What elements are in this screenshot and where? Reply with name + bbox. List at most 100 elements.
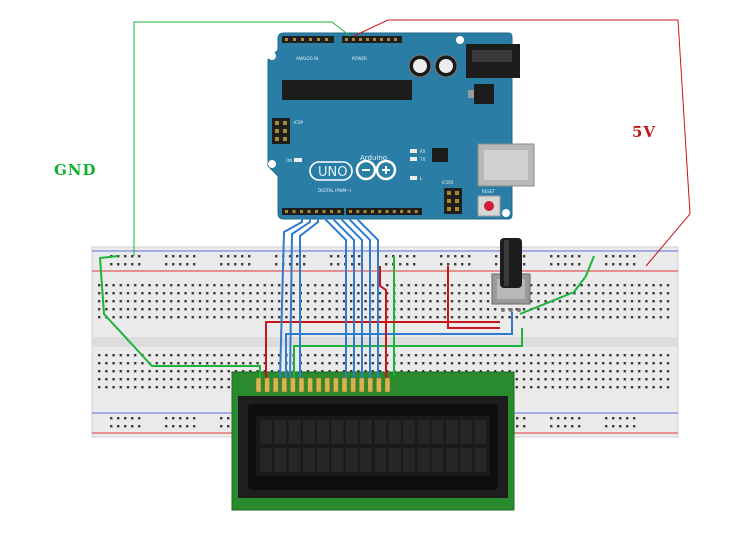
breadboard-hole	[436, 354, 439, 357]
breadboard-hole	[652, 378, 655, 381]
breadboard-hole	[220, 300, 223, 303]
breadboard-hole	[544, 316, 547, 319]
breadboard-hole	[612, 425, 615, 428]
breadboard-hole	[580, 284, 583, 287]
lcd-pin	[255, 377, 262, 393]
breadboard-hole	[227, 370, 230, 373]
breadboard-hole	[184, 354, 187, 357]
breadboard-hole	[270, 362, 274, 365]
breadboard-hole	[414, 354, 418, 357]
breadboard-hole	[645, 300, 648, 303]
breadboard-hole	[587, 316, 590, 319]
breadboard-hole	[551, 386, 554, 389]
breadboard-hole	[134, 300, 137, 303]
breadboard-hole	[303, 263, 306, 266]
icsp2-header	[444, 188, 462, 214]
breadboard-hole	[516, 417, 519, 420]
breadboard-hole	[400, 362, 403, 365]
breadboard-hole	[414, 316, 418, 319]
lcd-cell	[345, 420, 358, 444]
breadboard-hole	[371, 362, 374, 365]
breadboard-hole	[400, 300, 403, 303]
header-pin	[352, 38, 355, 41]
breadboard-hole	[306, 300, 310, 303]
breadboard-hole	[148, 386, 151, 389]
breadboard-hole	[400, 292, 403, 295]
breadboard-hole	[234, 354, 238, 357]
breadboard-hole	[98, 378, 101, 381]
breadboard-hole	[148, 370, 151, 373]
breadboard-hole	[479, 300, 482, 303]
breadboard-hole	[465, 308, 468, 311]
breadboard-hole	[256, 354, 259, 357]
breadboard-hole	[571, 255, 574, 258]
breadboard-hole	[170, 308, 173, 311]
lcd-cell	[445, 448, 458, 472]
breadboard-hole	[119, 292, 122, 295]
breadboard-hole	[659, 362, 662, 365]
breadboard-hole	[198, 378, 202, 381]
breadboard-hole	[659, 354, 662, 357]
breadboard-hole	[155, 292, 158, 295]
breadboard-hole	[227, 316, 230, 319]
breadboard-hole	[170, 378, 173, 381]
breadboard-hole	[213, 354, 216, 357]
breadboard-hole	[119, 316, 122, 319]
breadboard-hole	[170, 316, 173, 319]
breadboard-hole	[479, 292, 482, 295]
lcd-cell	[431, 448, 444, 472]
breadboard-hole	[564, 263, 567, 266]
breadboard-hole	[148, 300, 151, 303]
breadboard-hole	[566, 316, 569, 319]
breadboard-hole	[275, 255, 278, 258]
lcd-cell	[388, 448, 401, 472]
breadboard-hole	[328, 292, 331, 295]
breadboard-hole	[638, 316, 641, 319]
breadboard-hole	[112, 378, 115, 381]
breadboard-hole	[386, 300, 389, 303]
breadboard-hole	[557, 425, 560, 428]
breadboard-hole	[112, 292, 115, 295]
five-volt-label: 5V	[632, 123, 656, 141]
l-label: L	[420, 176, 423, 181]
wires	[98, 19, 691, 379]
breadboard-hole	[551, 362, 554, 365]
breadboard-hole	[306, 354, 310, 357]
breadboard-hole	[495, 255, 498, 258]
breadboard-hole	[227, 378, 230, 381]
breadboard-hole	[256, 292, 259, 295]
breadboard-hole	[587, 300, 590, 303]
breadboard-hole	[172, 263, 175, 266]
breadboard-hole	[249, 354, 252, 357]
breadboard-hole	[571, 263, 574, 266]
breadboard-hole	[134, 308, 137, 311]
breadboard-hole	[134, 370, 137, 373]
breadboard-hole	[227, 284, 230, 287]
breadboard-hole	[126, 308, 130, 311]
breadboard-hole	[443, 370, 446, 373]
breadboard-hole	[213, 316, 216, 319]
breadboard-hole	[659, 378, 662, 381]
icsp-header	[272, 118, 290, 144]
breadboard-hole	[335, 354, 338, 357]
breadboard-hole	[155, 378, 158, 381]
header-pin	[385, 210, 389, 213]
breadboard-hole	[486, 370, 490, 373]
breadboard-hole	[242, 370, 245, 373]
breadboard-hole	[292, 284, 295, 287]
breadboard-hole	[98, 308, 101, 311]
breadboard-hole	[623, 370, 626, 373]
breadboard-hole	[191, 292, 194, 295]
breadboard-hole	[371, 316, 374, 319]
top-header-pins	[285, 38, 397, 41]
breadboard-hole	[440, 255, 443, 258]
breadboard-hole	[186, 255, 189, 258]
breadboard-hole	[544, 362, 547, 365]
breadboard-hole	[220, 362, 223, 365]
breadboard-hole	[179, 425, 182, 428]
breadboard-hole	[623, 386, 626, 389]
breadboard-hole	[666, 308, 670, 311]
breadboard-hole	[105, 284, 108, 287]
breadboard-hole	[602, 308, 605, 311]
breadboard-hole	[573, 354, 576, 357]
